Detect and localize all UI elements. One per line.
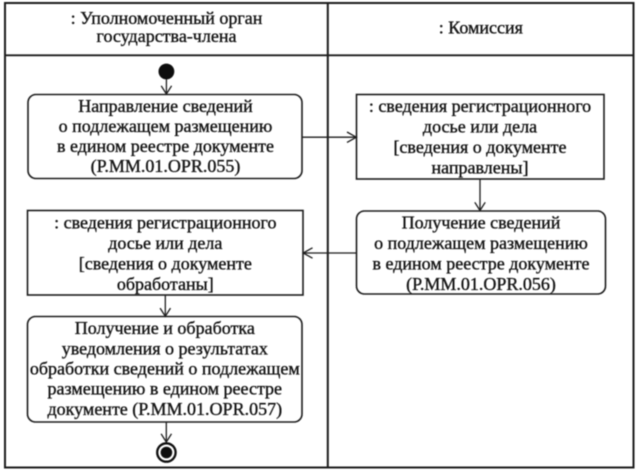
svg-text:направлены]: направлены] [432, 158, 529, 178]
svg-text:: сведения регистрационного: : сведения регистрационного [369, 96, 591, 116]
svg-text:досье или дела: досье или дела [108, 233, 222, 253]
svg-text:о подлежащем размещению: о подлежащем размещению [374, 233, 588, 253]
svg-text:: Комиссия: : Комиссия [439, 18, 523, 38]
svg-text:Получение и обработка: Получение и обработка [75, 318, 255, 338]
svg-text:Получение сведений: Получение сведений [402, 213, 561, 233]
svg-text:государства-члена: государства-члена [97, 26, 237, 46]
svg-text:[сведения о документе: [сведения о документе [79, 254, 252, 274]
svg-text:размещению в едином реестре: размещению в едином реестре [48, 379, 283, 399]
svg-text:в едином реестре документе: в едином реестре документе [373, 254, 590, 274]
svg-text:обработки сведений о подлежаще: обработки сведений о подлежащем [30, 359, 300, 379]
svg-text:досье или дела: досье или дела [423, 117, 537, 137]
svg-text:уведомления о результатах: уведомления о результатах [62, 338, 268, 358]
svg-text:в едином реестре документе: в едином реестре документе [57, 136, 274, 156]
svg-text:: Уполномоченный орган: : Уполномоченный орган [71, 8, 263, 28]
svg-text:документе (Р.ММ.01.OPR.057): документе (Р.ММ.01.OPR.057) [48, 399, 283, 420]
svg-text:(Р.ММ.01.OPR.055): (Р.ММ.01.OPR.055) [91, 156, 241, 177]
svg-text:о подлежащем размещению: о подлежащем размещению [59, 116, 273, 136]
svg-text:: сведения регистрационного: : сведения регистрационного [54, 213, 276, 233]
svg-text:обработаны]: обработаны] [117, 274, 214, 294]
svg-text:Направление сведений: Направление сведений [78, 96, 253, 116]
svg-text:[сведения о документе: [сведения о документе [393, 137, 566, 157]
svg-text:(Р.ММ.01.OPR.056): (Р.ММ.01.OPR.056) [406, 274, 556, 295]
